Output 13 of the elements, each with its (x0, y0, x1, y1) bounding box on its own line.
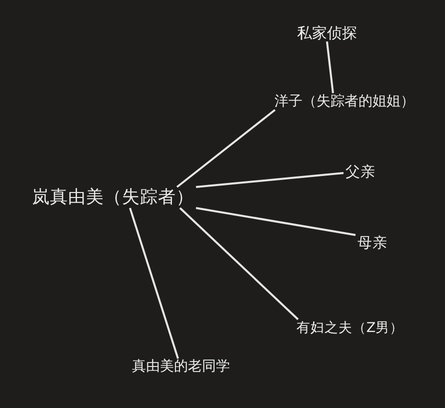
connector-line (179, 207, 299, 320)
connector-line (176, 109, 276, 188)
connector-line (196, 207, 356, 236)
connector-line (129, 208, 179, 359)
node-label: 洋子（失踪者的姐姐） (272, 93, 416, 110)
connector-line (326, 41, 334, 94)
node-label: 岚真由美（失踪者） (30, 187, 196, 208)
node-label: 私家侦探 (295, 24, 359, 42)
connector-line (196, 172, 344, 188)
node-label: 有妇之夫（Z男） (294, 319, 406, 336)
node-label: 母亲 (356, 234, 390, 252)
node-label: 真由美的老同学 (130, 358, 232, 376)
node-label: 父亲 (344, 164, 378, 182)
